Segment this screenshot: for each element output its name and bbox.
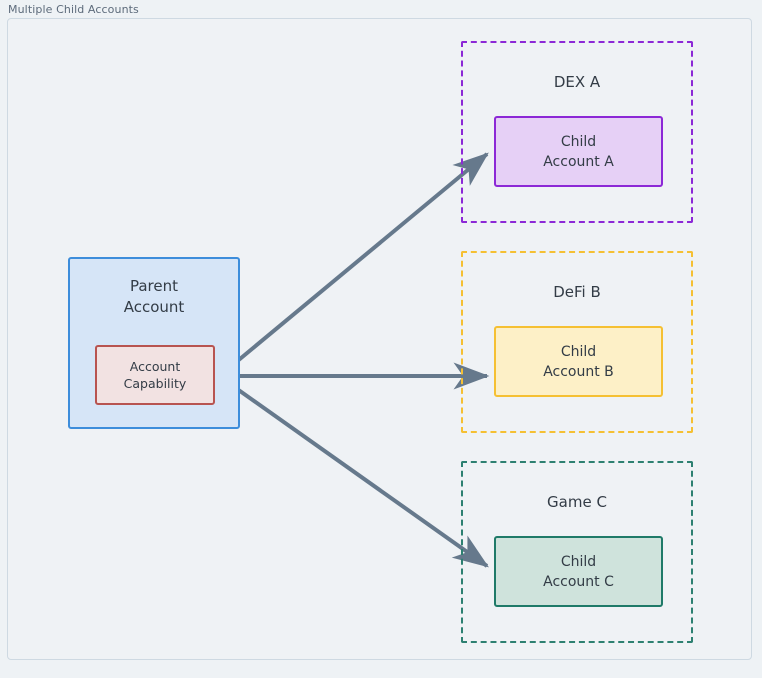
child-account-b-label: Child Account B [543,343,614,380]
group-game-c[interactable]: Game C Child Account C [461,461,693,643]
child-account-a-label: Child Account A [543,133,614,170]
account-capability-label: Account Capability [123,359,187,391]
group-game-c-label: Game C [547,493,607,511]
account-capability-node[interactable]: Account Capability [95,345,215,405]
group-defi-b-label: DeFi B [553,283,601,301]
group-defi-b[interactable]: DeFi B Child Account B [461,251,693,433]
child-account-c-node[interactable]: Child Account C [494,536,663,607]
frame-title: Multiple Child Accounts [8,3,139,16]
child-account-b-node[interactable]: Child Account B [494,326,663,397]
parent-account-node[interactable]: Parent Account Account Capability [68,257,240,429]
group-dex-a[interactable]: DEX A Child Account A [461,41,693,223]
child-account-a-node[interactable]: Child Account A [494,116,663,187]
parent-account-label: Parent Account [123,277,185,316]
group-dex-a-label: DEX A [553,73,601,91]
child-account-c-label: Child Account C [543,553,614,590]
